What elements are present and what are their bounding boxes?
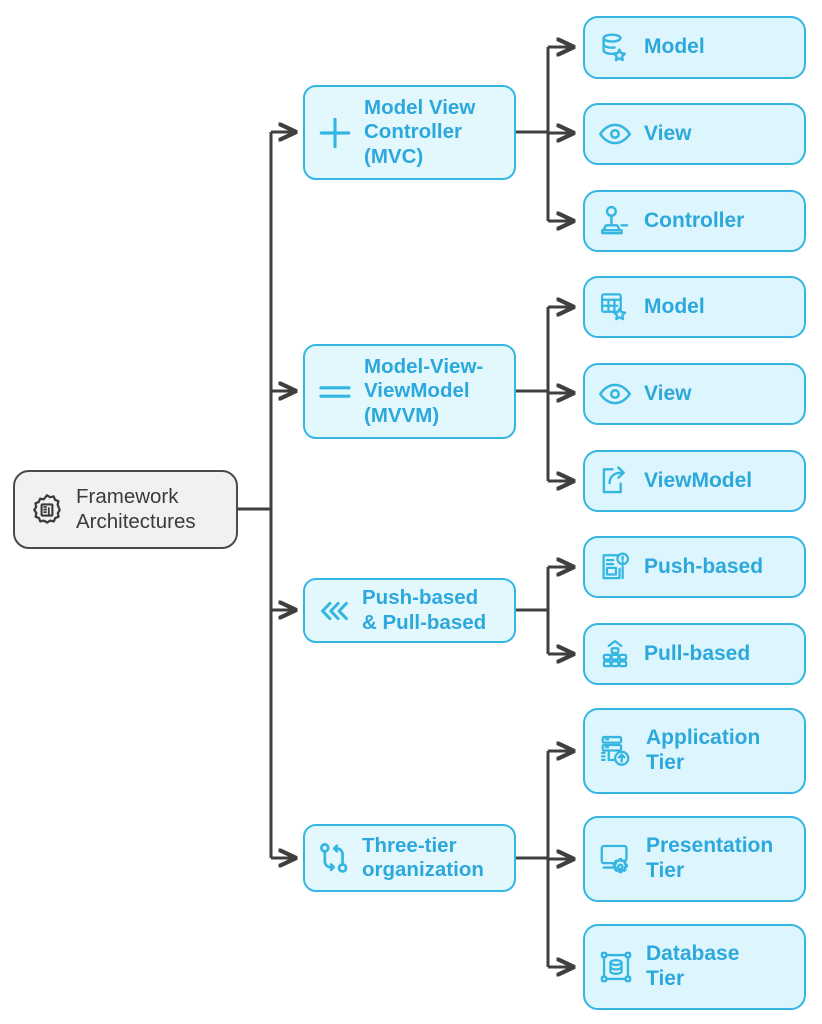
branch-label-push-pull: Push-based & Pull-based	[362, 586, 487, 634]
leaf-label-database-tier: Database Tier	[646, 942, 740, 990]
branch-label-mvvm: Model-View- ViewModel (MVVM)	[364, 355, 484, 427]
root-node[interactable]: Framework Architectures	[13, 470, 238, 549]
leaf-label-pull-based: Pull-based	[644, 641, 751, 665]
leaf-node-pull-based[interactable]: Pull-based	[583, 623, 806, 685]
leaf-label-application-tier: Application Tier	[646, 726, 761, 774]
branch-node-push-pull[interactable]: Push-based & Pull-based	[303, 578, 516, 643]
leaf-node-push-based[interactable]: Push-based	[583, 536, 806, 598]
leaf-label-presentation-tier: Presentation Tier	[646, 834, 774, 882]
branch-node-mvvm[interactable]: Model-View- ViewModel (MVVM)	[303, 344, 516, 439]
leaf-node-database-tier[interactable]: Database Tier	[583, 924, 806, 1010]
table-star-icon	[597, 289, 633, 325]
leaf-label-mvc-model: Model	[644, 35, 705, 59]
leaf-node-mvvm-viewmodel[interactable]: ViewModel	[583, 450, 806, 512]
branch-label-mvc: Model View Controller (MVC)	[364, 96, 476, 168]
triple-chevron-left-icon	[315, 592, 353, 630]
eye-icon	[597, 116, 633, 152]
branch-node-three-tier[interactable]: Three-tier organization	[303, 824, 516, 892]
leaf-node-presentation-tier[interactable]: Presentation Tier	[583, 816, 806, 902]
document-alert-icon	[597, 549, 633, 585]
branch-node-mvc[interactable]: Model View Controller (MVC)	[303, 85, 516, 180]
leaf-node-mvvm-model[interactable]: Model	[583, 276, 806, 338]
leaf-label-push-based: Push-based	[644, 554, 764, 578]
database-network-icon	[597, 948, 635, 986]
leaf-label-mvvm-viewmodel: ViewModel	[644, 468, 753, 492]
monitor-gear-icon	[597, 840, 635, 878]
leaf-label-mvc-controller: Controller	[644, 208, 745, 232]
equals-lines-icon	[315, 372, 355, 412]
leaf-label-mvvm-model: Model	[644, 294, 705, 318]
branch-fork-icon	[315, 839, 353, 877]
server-upload-icon	[597, 732, 635, 770]
plus-crosshair-icon	[315, 113, 355, 153]
leaf-node-mvc-controller[interactable]: Controller	[583, 190, 806, 252]
eye-icon	[597, 376, 633, 412]
gear-building-icon	[29, 492, 65, 528]
leaf-node-mvc-view[interactable]: View	[583, 103, 806, 165]
branch-label-three-tier: Three-tier organization	[362, 833, 484, 881]
share-arrow-icon	[597, 463, 633, 499]
database-star-icon	[597, 30, 633, 66]
leaf-label-mvc-view: View	[644, 121, 692, 145]
leaf-label-mvvm-view: View	[644, 381, 692, 405]
joystick-icon	[597, 203, 633, 239]
leaf-node-mvvm-view[interactable]: View	[583, 363, 806, 425]
leaf-node-application-tier[interactable]: Application Tier	[583, 708, 806, 794]
dot-grid-pyramid-icon	[597, 636, 633, 672]
leaf-node-mvc-model[interactable]: Model	[583, 16, 806, 79]
root-label: Framework Architectures	[76, 485, 196, 533]
